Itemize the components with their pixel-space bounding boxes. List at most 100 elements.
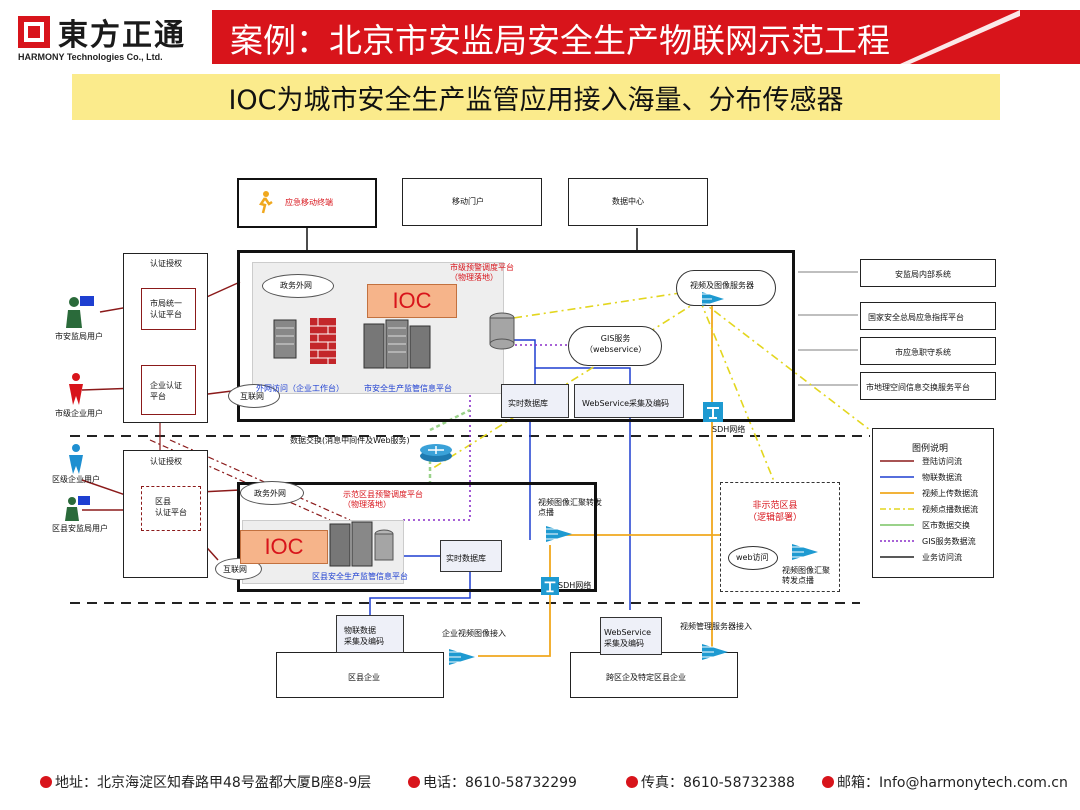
mobile-portal-label: 移动门户: [452, 197, 484, 206]
non-demo-district-box: [720, 482, 840, 592]
district-gov-cloud-shape: [240, 481, 304, 505]
gis-service-shape: [568, 326, 662, 366]
district-auth-label: 区县 认证平台: [155, 497, 187, 517]
city-sdh-label: SDH网络: [712, 425, 746, 434]
gis-service-label: GIS服务 （webservice）: [585, 334, 647, 354]
city-gov-cloud-shape: [262, 274, 334, 298]
city-gov-network-label: 政务外网: [280, 281, 312, 290]
external-access-label: 外网访问（企业工作台）: [256, 384, 344, 393]
footer-address-text: 地址：北京海淀区知春路甲48号盈都大厦B座8-9层: [55, 775, 372, 791]
district-gov-network-label: 政务外网: [254, 489, 286, 498]
non-demo-title: 非示范区县 （逻辑部署）: [748, 501, 803, 523]
right-system-label: 市应急职守系统: [895, 348, 951, 357]
right-system-label: 市地理空间信息交换服务平台: [866, 383, 970, 392]
legend-item-label: 业务访问流: [922, 553, 962, 562]
mobile-portal-box: [402, 178, 542, 226]
footer-email: 邮箱：Info@harmonytech.com.cn: [822, 772, 1068, 792]
video-server-shape: [676, 270, 776, 306]
iot-collect-label: 物联数据 采集及编码: [344, 626, 384, 646]
legend-item-label: 视频上传数据流: [922, 489, 978, 498]
city-internet-label: 互联网: [240, 392, 264, 401]
router-icon: [420, 444, 452, 462]
city-webservice-collect-box: [574, 384, 684, 418]
city-info-platform-label: 市安全生产监管信息平台: [364, 384, 452, 393]
right-system-box: [860, 259, 996, 287]
district-sdh-label: SDH网络: [558, 581, 592, 590]
district-video-relay-icon: [546, 526, 572, 542]
city-bureau-user-label: 市安监局用户: [55, 332, 103, 341]
phone-icon: [408, 776, 420, 788]
city-auth-title: 认证授权: [150, 259, 182, 268]
web-access-label: web访问: [736, 553, 769, 562]
right-system-label: 国家安全总局应急指挥平台: [868, 313, 964, 322]
city-unified-auth-platform: [141, 288, 196, 330]
legend-item-label: 登陆访问流: [922, 457, 962, 466]
email-icon: [822, 776, 834, 788]
logo-icon: [18, 16, 50, 48]
district-zone-frame: [237, 482, 597, 592]
district-realtime-db-box: [440, 540, 502, 572]
footer-phone-text: 电话：8610-58732299: [423, 775, 577, 791]
logo-english-name: HARMONY Technologies Co., Ltd.: [18, 52, 163, 62]
legend-item-label: 区市数据交换: [922, 521, 970, 530]
district-internet-label: 互联网: [223, 565, 247, 574]
sdh-network-icon: [703, 402, 723, 422]
exchange-label: 数据交换(消息中间件及Web服务): [290, 436, 410, 445]
video-mgmt-label: 视频管理服务器接入: [680, 622, 752, 631]
footer-fax: 传真：8610-58732388: [626, 772, 795, 792]
city-webservice-collect-label: WebService采集及编码: [582, 399, 670, 408]
district-sdh-icon: [541, 577, 559, 595]
data-center-label: 数据中心: [612, 197, 644, 206]
person-running-icon: [258, 191, 273, 214]
city-realtime-db-box: [501, 384, 569, 418]
iot-collect-box: [336, 615, 404, 653]
server-rack-icon: [363, 319, 431, 369]
city-dispatch-platform-label: 市级预警调度平台 （物理落地）: [450, 263, 514, 282]
page-subtitle: IOC为城市安全生产监管应用接入海量、分布传感器: [228, 85, 844, 116]
video-relay-icon: [702, 292, 724, 306]
footer-fax-text: 传真：8610-58732388: [641, 775, 795, 791]
server-icon: [273, 319, 297, 359]
legend-swatches: [880, 460, 914, 558]
video-server-label: 视频及图像服务器: [690, 281, 754, 290]
district-bureau-user-label: 区县安监局用户: [52, 524, 108, 533]
subtitle-bar: [72, 74, 1000, 120]
district-enterprise-label: 区县企业: [348, 673, 380, 682]
firewall-icon: [310, 318, 336, 364]
legend-item-label: GIS服务数据流: [922, 537, 976, 546]
legend-item-label: 物联数据流: [922, 473, 962, 482]
web-access-shape: [728, 546, 778, 570]
bottom-webservice-box: [600, 617, 662, 655]
city-bureau-user-icon: [66, 296, 94, 328]
logo-chinese-name: 東方正通: [58, 18, 186, 53]
database-server-icon: [489, 312, 515, 350]
district-server-rack-icon: [329, 521, 394, 567]
district-video-relay-label: 视频图像汇聚转发 点播: [538, 498, 602, 517]
right-system-box: [860, 302, 996, 330]
footer-email-text: 邮箱：Info@harmonytech.com.cn: [837, 775, 1068, 791]
district-realtime-db-label: 实时数据库: [446, 554, 486, 563]
footer-phone: 电话：8610-58732299: [408, 772, 577, 792]
right-system-label: 安监局内部系统: [895, 270, 951, 279]
district-enterprise-user-label: 区级企业用户: [52, 475, 100, 484]
city-unified-auth-label: 市局统一 认证平台: [150, 299, 182, 319]
bottom-webservice-label: WebService 采集及编码: [604, 628, 652, 648]
city-enterprise-user-label: 市级企业用户: [55, 409, 103, 418]
title-bar: [212, 10, 1080, 64]
legend-item-label: 视频点播数据流: [922, 505, 978, 514]
mobile-terminal-label: 应急移动终端: [285, 198, 333, 207]
non-demo-video-relay-label: 视频图像汇聚 转发点播: [782, 566, 830, 585]
district-bureau-user-icon: [65, 496, 90, 521]
title-swoosh-decoration: [900, 10, 1020, 64]
cross-video-icon: [702, 644, 728, 660]
city-realtime-db-label: 实时数据库: [508, 399, 548, 408]
non-demo-video-relay-icon: [792, 544, 818, 560]
data-center-box: [568, 178, 708, 226]
right-system-box: [860, 372, 996, 400]
location-icon: [40, 776, 52, 788]
enterprise-auth-platform: [141, 365, 196, 415]
district-ioc-label: IOC: [240, 530, 328, 564]
city-ioc-label: IOC: [367, 284, 457, 318]
city-enterprise-user-icon: [69, 373, 83, 405]
district-dispatch-platform-label: 示范区县预警调度平台 （物理落地）: [343, 490, 423, 509]
